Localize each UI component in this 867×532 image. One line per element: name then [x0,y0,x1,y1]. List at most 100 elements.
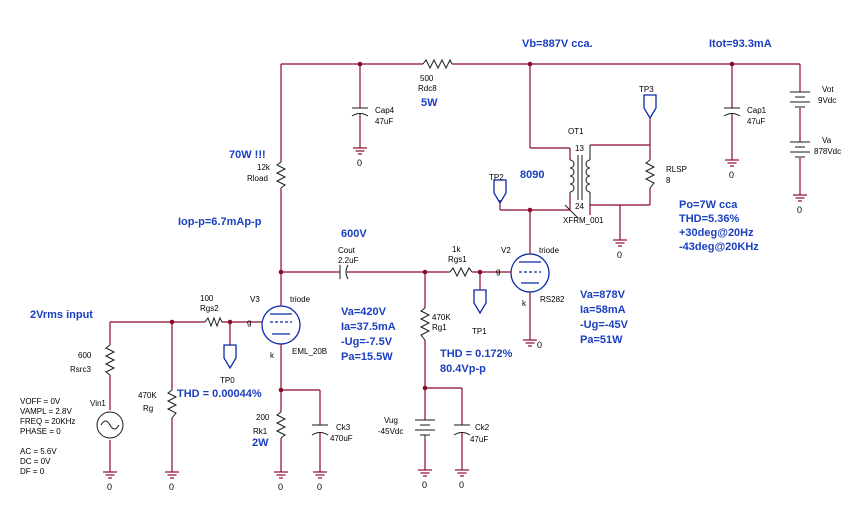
vin1-name: Vin1 [90,399,106,408]
note-v2-op: Ia=58mA [580,304,626,316]
v3-pin-k: k [270,351,275,360]
v2-model: RS282 [540,295,565,304]
rlsp-name: RLSP [666,165,687,174]
testpoint-tp2 [493,179,507,205]
tp3-label: TP3 [639,85,654,94]
v2-pin-g: g [496,267,500,276]
vin1-param: VAMPL = 2.8V [20,407,72,416]
note-output: -43deg@20KHz [679,241,759,253]
v3-type: triode [290,295,311,304]
note-iop: Iop-p=6.7mAp-p [178,216,262,228]
ground-label: 0 [537,340,542,350]
ot1-pin13: 13 [575,144,584,153]
cap4-name: Cap4 [375,106,395,115]
capacitor-ck3 [311,424,329,436]
note-rdc8-power: 5W [421,97,438,109]
resistor-rgs2 [204,316,223,328]
capacitor-cap4 [351,107,369,117]
tp2-label: TP2 [489,173,504,182]
v3-name: V3 [250,295,260,304]
tp0-label: TP0 [220,376,235,385]
note-output: Po=7W cca [679,199,738,211]
cap1-value: 47uF [747,117,765,126]
triode-v3 [258,300,301,350]
cap4-value: 47uF [375,117,393,126]
va-name: Va [822,136,832,145]
ground-label: 0 [617,250,622,260]
v3-pin-g: g [247,318,251,327]
rsrc3-name: Rsrc3 [70,365,91,374]
resistor-rg1 [419,307,431,341]
note-output: THD=5.36% [679,213,739,225]
capacitor-cout [339,264,349,280]
vin1-param: FREQ = 20KHz [20,417,75,426]
rdc8-value: 500 [420,74,434,83]
rg1-value: 470K [432,313,451,322]
resistor-rdc8 [422,58,453,70]
vin1-param: PHASE = 0 [20,427,61,436]
rload-value: 12k [257,163,271,172]
note-thd2: THD = 0.172% [440,348,513,360]
note-v3-op: Va=420V [341,306,387,318]
vug-value: -45Vdc [378,427,403,436]
testpoint-tp0 [223,344,237,370]
note-v2-op: Va=878V [580,289,626,301]
v2-type: triode [539,246,560,255]
note-70w: 70W !!! [229,149,266,161]
source-vin1 [96,411,124,439]
ground-label: 0 [729,170,734,180]
note-v2-op: Pa=51W [580,334,623,346]
ground-label: 0 [422,480,427,490]
rg-name: Rg [143,404,153,413]
triode-v2 [508,250,550,300]
part-labels: 500 Rdc8 Cap4 47uF 12k Rload Cout 2.2uF … [70,74,841,444]
note-vb: Vb=887V cca. [522,38,593,50]
ground-label: 0 [278,482,283,492]
ground-symbols [103,147,807,479]
resistor-rg [166,389,178,419]
rgs1-name: Rgs1 [448,255,467,264]
ot1-model: XFRM_001 [563,216,604,225]
ground-label: 0 [459,480,464,490]
rsrc3-value: 600 [78,351,92,360]
ot1-name: OT1 [568,127,584,136]
note-input: 2Vrms input [30,309,93,321]
v3-model: EML_20B [292,347,327,356]
note-thd2: 80.4Vp-p [440,363,486,375]
rgs2-value: 100 [200,294,214,303]
va-value: 878Vdc [814,147,841,156]
note-8090: 8090 [520,169,544,181]
note-v3-op: Pa=15.5W [341,351,393,363]
vot-value: 9Vdc [818,96,836,105]
battery-vot [790,91,810,108]
rlsp-value: 8 [666,176,671,185]
cap1-name: Cap1 [747,106,767,115]
rk1-name: Rk1 [253,427,268,436]
testpoint-tp3 [643,94,657,120]
testpoint-tp1 [473,289,487,315]
rg1-name: Rg1 [432,323,447,332]
annotations: Vb=887V cca. Itot=93.3mA 5W 70W !!! Iop-… [30,38,772,449]
battery-vug [415,419,435,440]
note-itot: Itot=93.3mA [709,38,772,50]
resistor-rsrc3 [104,344,116,376]
wires [109,63,801,472]
rgs1-value: 1k [452,245,461,254]
note-rk1-power: 2W [252,437,269,449]
vin1-param: VOFF = 0V [20,397,61,406]
vin1-param: DC = 0V [20,457,51,466]
tp1-label: TP1 [472,327,487,336]
vin1-params: VOFF = 0V VAMPL = 2.8V FREQ = 20KHz PHAS… [20,397,75,476]
vin1-param: DF = 0 [20,467,45,476]
vug-name: Vug [384,416,398,425]
cout-name: Cout [338,246,356,255]
vot-name: Vot [822,85,834,94]
ot1-pin24: 24 [575,202,584,211]
transformer-ot1 [564,145,591,219]
ck3-name: Ck3 [336,423,351,432]
cout-value: 2.2uF [338,256,359,265]
vin1-param: AC = 5.6V [20,447,57,456]
note-v2-op: -Ug=-45V [580,319,629,331]
